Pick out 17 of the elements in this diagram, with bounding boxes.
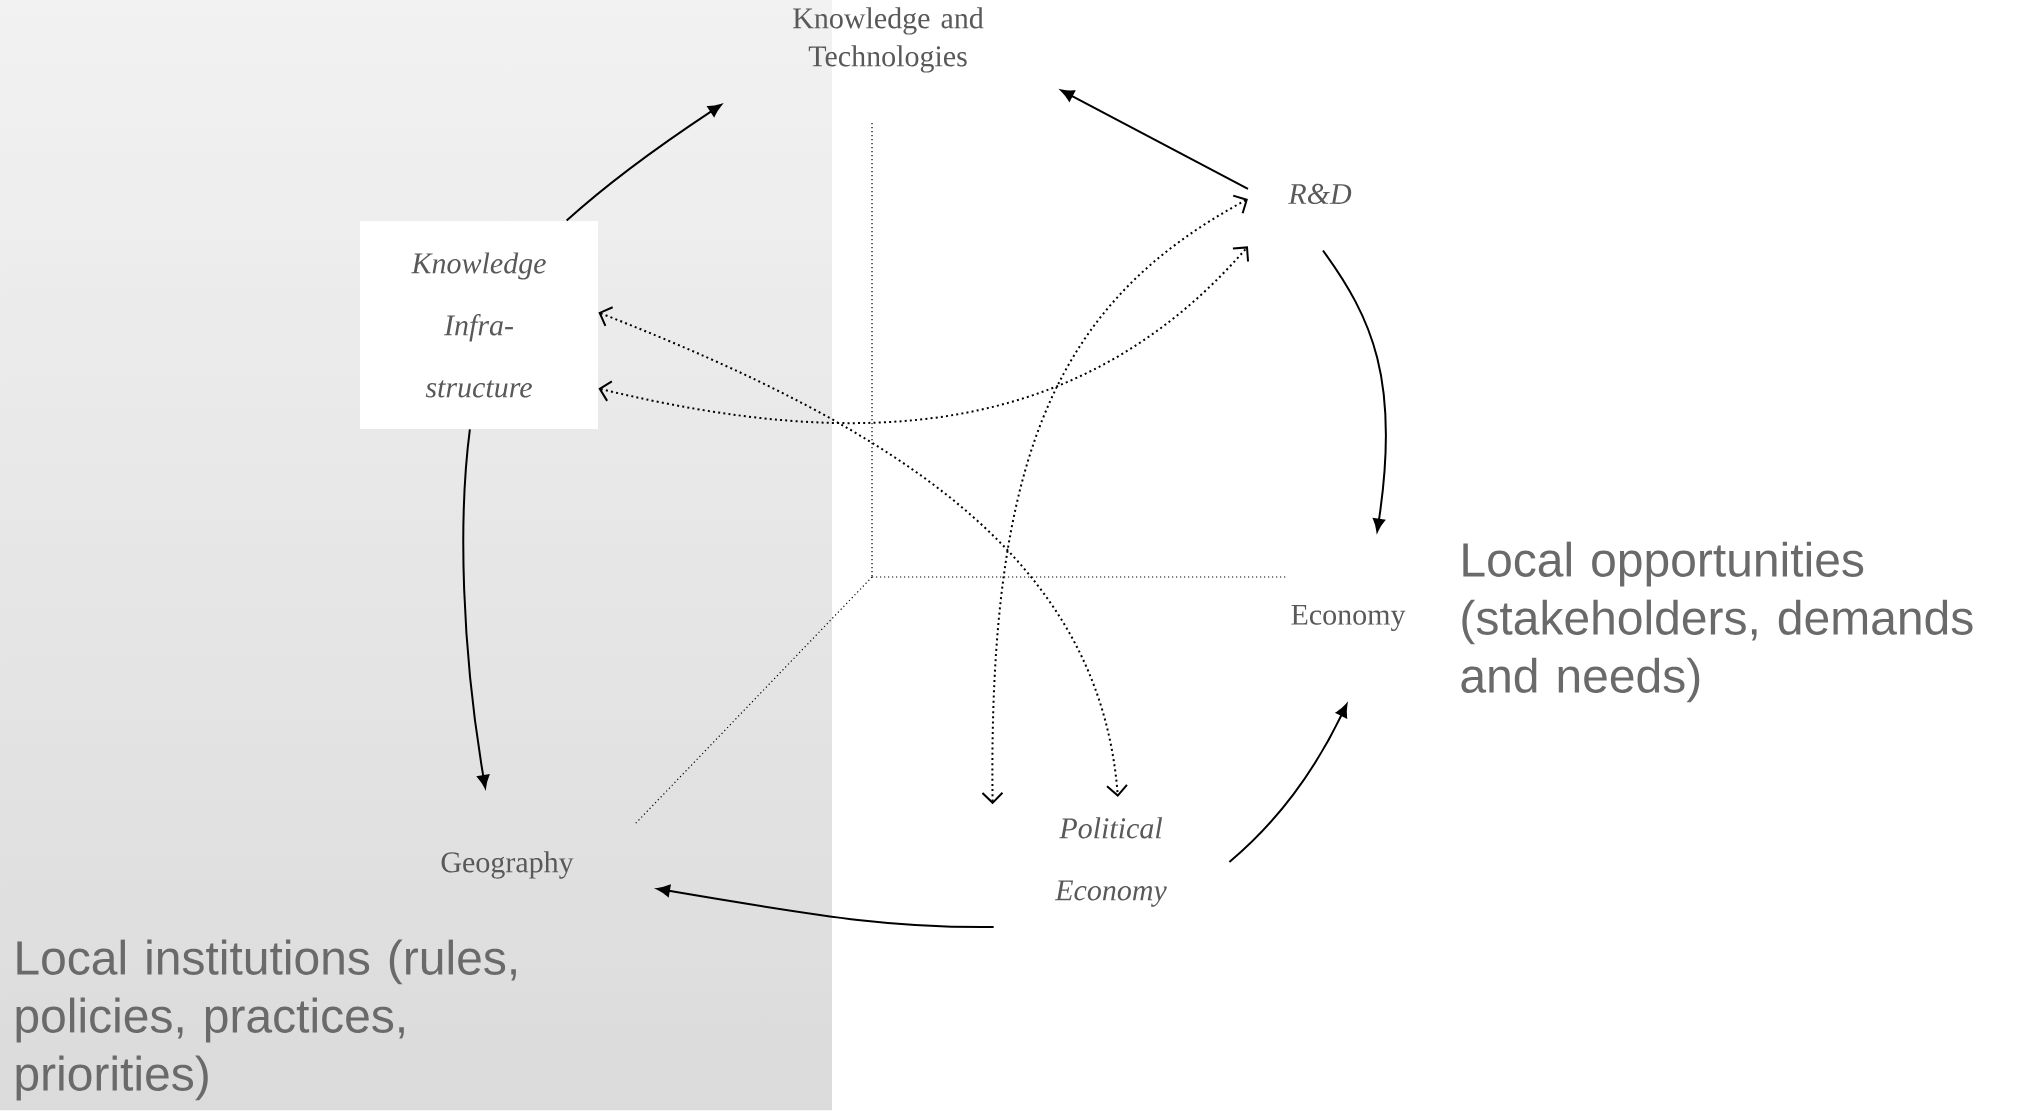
axis-label: Geography <box>441 851 574 879</box>
arrow <box>565 104 722 222</box>
arrow <box>1322 249 1387 532</box>
label-box: Knowledge Infra- structure <box>360 221 598 429</box>
double-headed-arrow <box>598 246 1250 425</box>
heading-text: Local institutions (rules, policies, practices, priorities) <box>16 939 516 1101</box>
arrow <box>1228 703 1348 863</box>
axis-label: Political Economy <box>1054 817 1167 907</box>
double-headed-arrow <box>981 194 1248 805</box>
axis-label: Economy <box>1291 604 1406 632</box>
axis-label: R&D <box>1288 183 1352 205</box>
double-headed-arrow <box>598 306 1128 797</box>
arrow <box>1060 89 1249 190</box>
axis-label: Knowledge and Technologies <box>793 7 984 73</box>
heading-text: Local opportunities (stakeholders, demands and needs) <box>1461 541 1973 703</box>
arrow <box>462 428 490 789</box>
arrow <box>656 884 995 929</box>
